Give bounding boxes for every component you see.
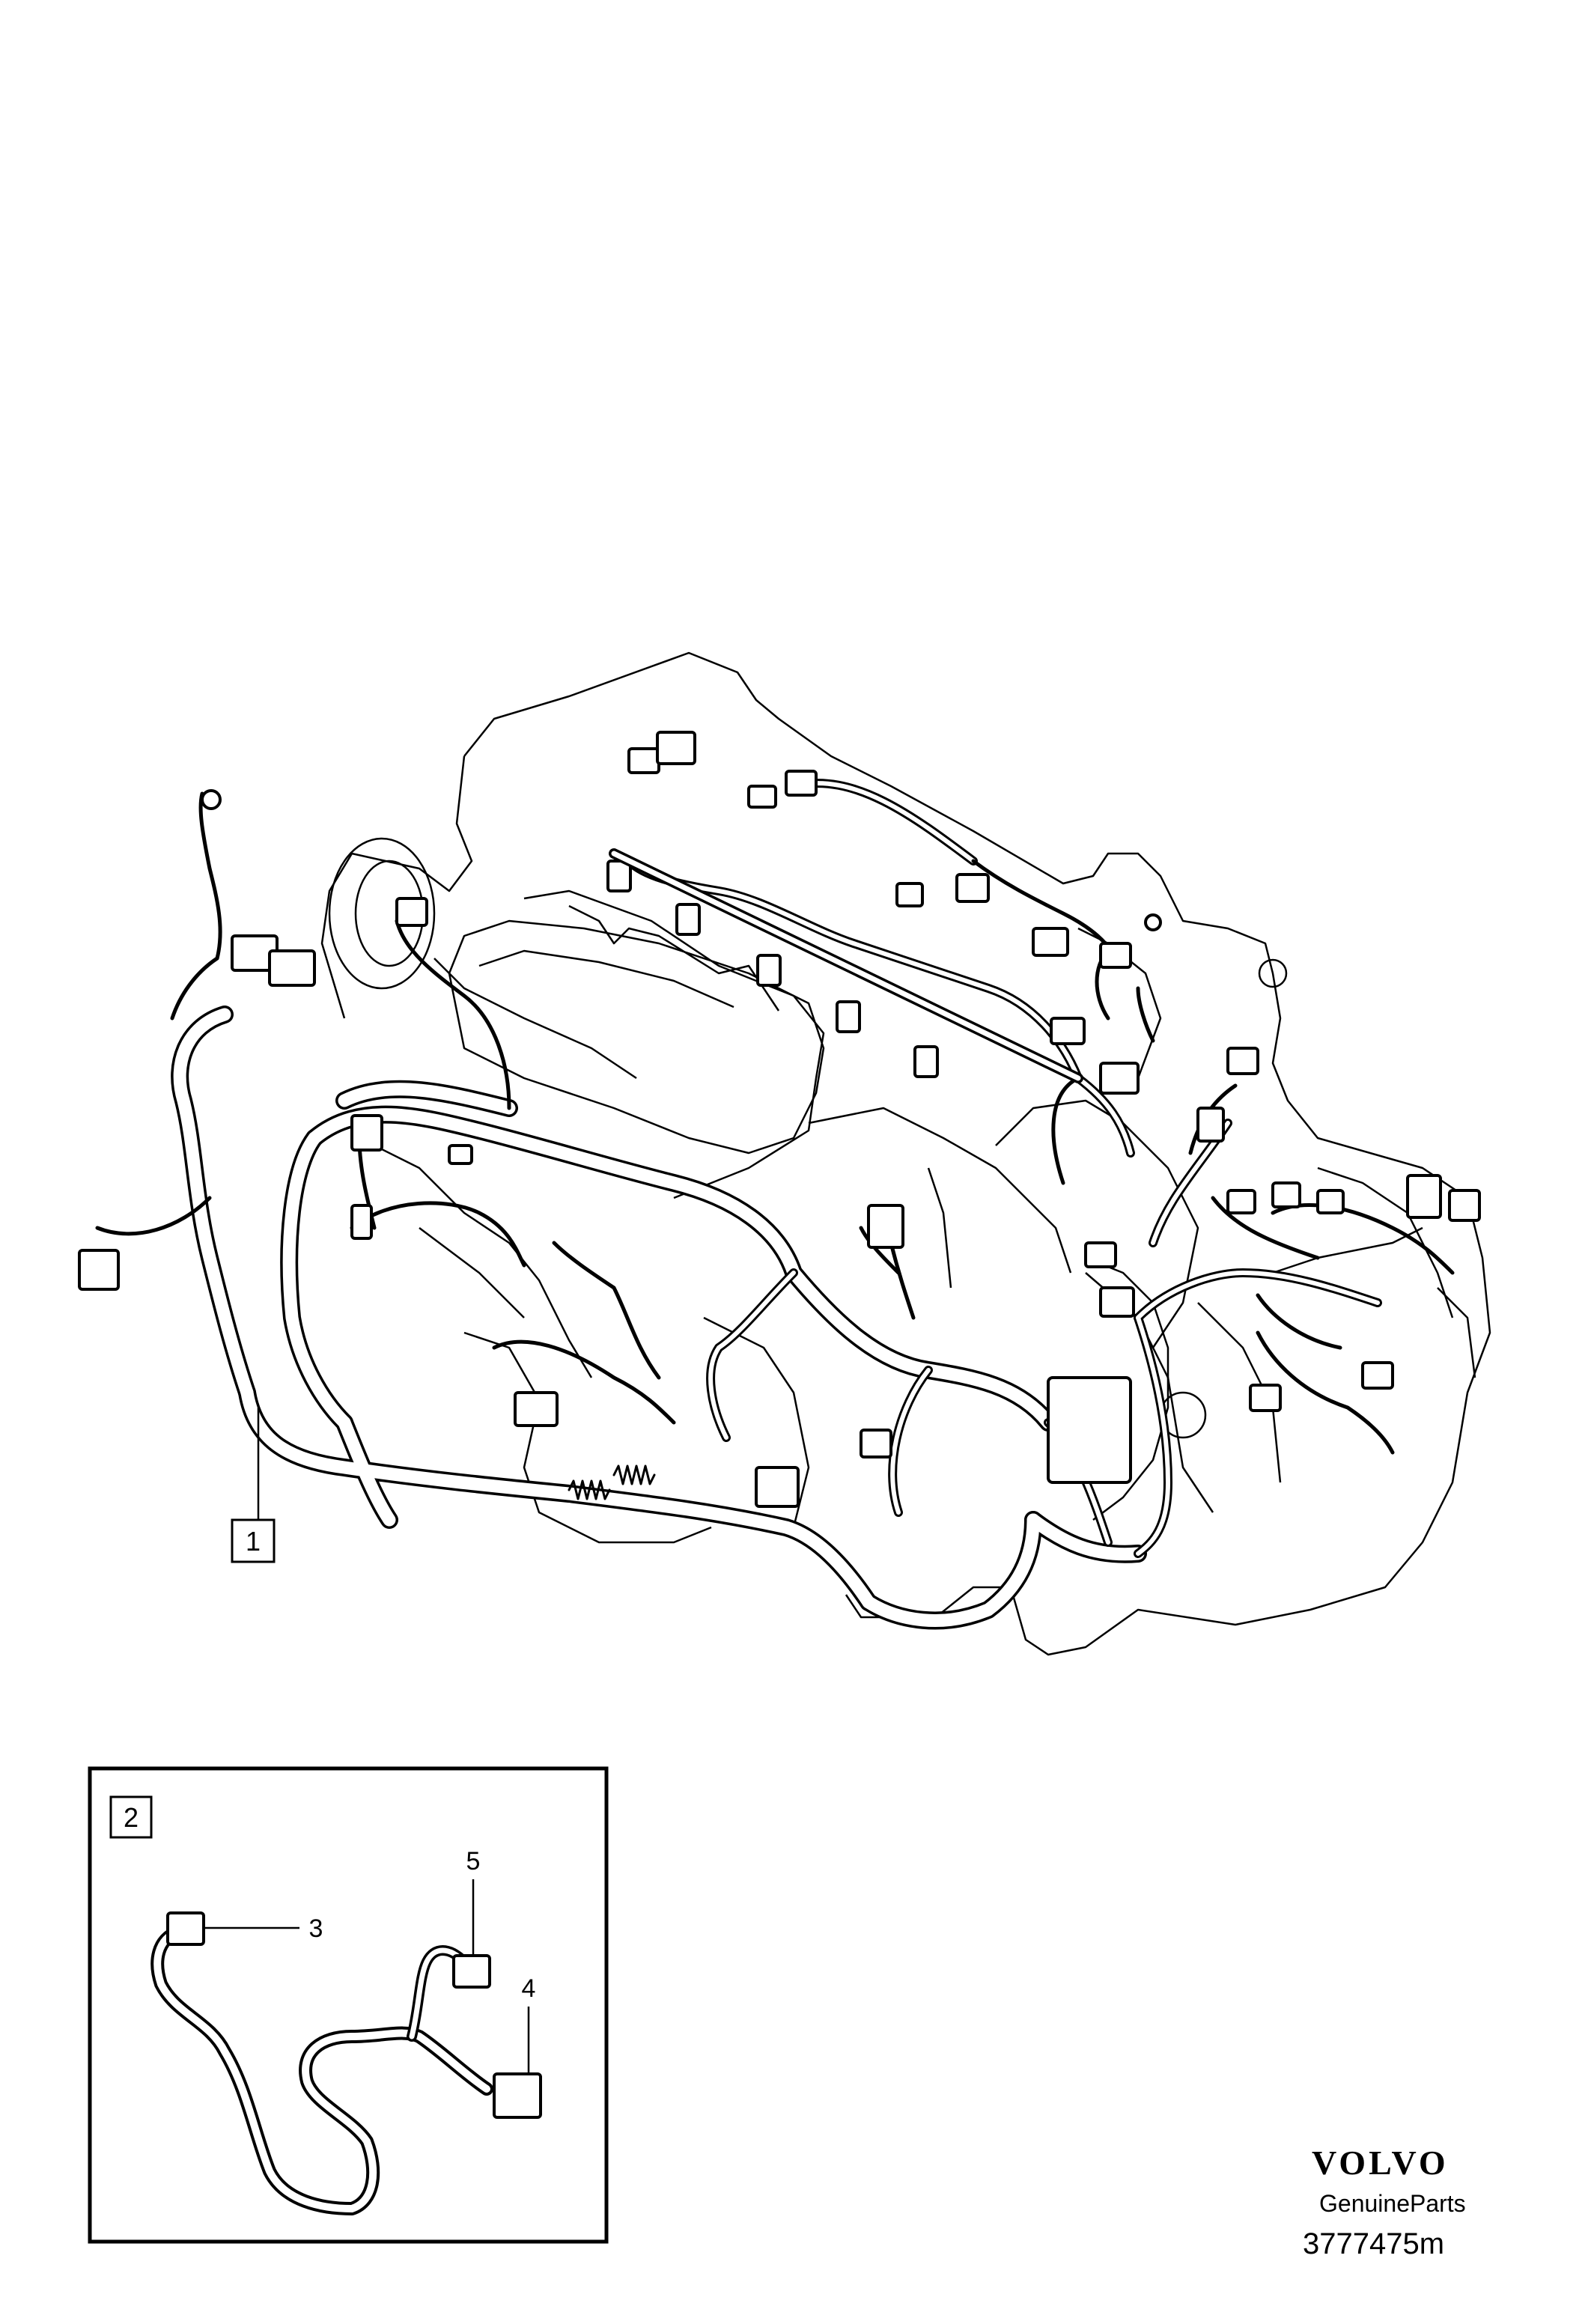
connector bbox=[860, 1429, 892, 1458]
connector bbox=[867, 1204, 904, 1249]
connector bbox=[836, 1000, 861, 1033]
connector bbox=[747, 785, 777, 809]
reference-number: 3777475m bbox=[1303, 2227, 1445, 2260]
callout-1: 1 bbox=[231, 1408, 276, 1563]
connector bbox=[166, 1911, 205, 1946]
connector bbox=[201, 789, 222, 810]
inset-panel: 2 3 5 4 bbox=[88, 1766, 609, 2244]
callout-4-label: 4 bbox=[522, 1974, 536, 2003]
genuine-parts-label: GenuineParts bbox=[1319, 2190, 1466, 2217]
callout-1-label: 1 bbox=[246, 1526, 261, 1557]
connector bbox=[627, 747, 660, 774]
connector bbox=[755, 1466, 800, 1508]
connectors bbox=[78, 731, 1481, 1508]
connector bbox=[955, 873, 990, 903]
connector bbox=[514, 1391, 559, 1427]
connector bbox=[1316, 1189, 1345, 1214]
connector bbox=[1050, 1017, 1086, 1045]
callout-3-label: 3 bbox=[309, 1914, 323, 1943]
connector bbox=[1406, 1174, 1442, 1219]
connector bbox=[913, 1045, 939, 1078]
fuel-rail bbox=[609, 848, 1083, 1083]
connector bbox=[350, 1204, 373, 1240]
connector bbox=[1099, 1286, 1135, 1318]
connector bbox=[1047, 1376, 1132, 1484]
main-harness bbox=[95, 779, 1455, 1630]
connector bbox=[1271, 1181, 1301, 1208]
connector bbox=[1144, 913, 1162, 931]
connector bbox=[395, 897, 428, 927]
connector bbox=[268, 949, 316, 987]
connector bbox=[675, 903, 701, 936]
connector bbox=[1032, 927, 1069, 957]
connector bbox=[1099, 1062, 1140, 1095]
connector bbox=[493, 2072, 542, 2119]
connector bbox=[895, 882, 924, 907]
callout-5-label: 5 bbox=[466, 1847, 481, 1876]
connector bbox=[756, 954, 782, 987]
connector bbox=[1226, 1189, 1256, 1214]
volvo-logo: VOLVO bbox=[1312, 2144, 1449, 2182]
connector bbox=[656, 731, 696, 765]
connector bbox=[452, 1954, 491, 1989]
connector bbox=[1448, 1189, 1481, 1222]
connector bbox=[1099, 942, 1132, 969]
connector bbox=[78, 1249, 120, 1291]
connector bbox=[1226, 1047, 1259, 1075]
connector bbox=[1361, 1361, 1394, 1390]
engine-outline bbox=[320, 651, 1491, 1656]
connector bbox=[1084, 1241, 1117, 1268]
connector bbox=[1249, 1384, 1282, 1412]
callout-2-label: 2 bbox=[124, 1802, 139, 1833]
connector bbox=[785, 770, 818, 797]
connector bbox=[350, 1114, 383, 1152]
connector bbox=[448, 1144, 473, 1165]
connector bbox=[1196, 1107, 1225, 1143]
